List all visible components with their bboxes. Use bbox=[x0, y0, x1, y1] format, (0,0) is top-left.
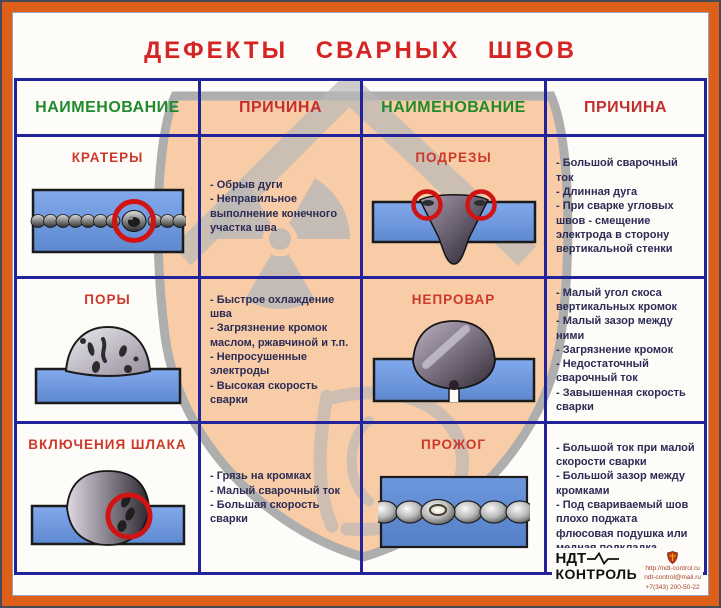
header-name-left: НАИМЕНОВАНИЕ bbox=[17, 81, 201, 137]
defect-name: НЕПРОВАР bbox=[411, 292, 496, 307]
brand-name-top: НДТ bbox=[555, 549, 587, 567]
cause-item: - Малый угол скоса вертикальных кромок bbox=[556, 286, 678, 313]
defect-cell-undercuts: ПОДРЕЗЫ bbox=[363, 137, 547, 279]
cause-cell-craters: - Обрыв дуги - Неправильное выполнение к… bbox=[201, 137, 363, 279]
defect-cell-pores: ПОРЫ bbox=[17, 279, 201, 424]
cause-item: - Длинная дуга bbox=[556, 186, 638, 199]
cause-item: - Загрязнение кромок bbox=[556, 343, 674, 356]
email-text: ndt-control@mail.ru bbox=[644, 574, 701, 582]
cause-item: - Большой сварочный ток bbox=[556, 157, 678, 184]
defect-cell-slag-inclusions: ВКЛЮЧЕНИЯ ШЛАКА bbox=[17, 424, 201, 572]
cause-item: - При сварке угловых швов - смещение эле… bbox=[556, 200, 674, 256]
header-cause-left: ПРИЧИНА bbox=[201, 81, 363, 137]
defect-name: КРАТЕРЫ bbox=[71, 150, 144, 165]
defect-name: ВКЛЮЧЕНИЯ ШЛАКА bbox=[28, 437, 187, 452]
pores-illustration bbox=[34, 325, 181, 405]
cause-item: - Большая скорость сварки bbox=[210, 499, 320, 526]
header-cause-right: ПРИЧИНА bbox=[547, 81, 704, 137]
cause-item: - Обрыв дуги bbox=[210, 178, 283, 191]
cause-item: - Быстрое охлаждение шва bbox=[210, 293, 335, 321]
cause-item: - Непросушенные электроды bbox=[210, 351, 308, 378]
craters-illustration bbox=[30, 188, 186, 253]
cause-item: - Малый зазор между ними bbox=[556, 315, 673, 342]
cause-item: - Большой зазор между кромками bbox=[556, 470, 685, 497]
brand-name-bottom: КОНТРОЛЬ bbox=[555, 565, 638, 582]
radiation-trefoil-icon bbox=[210, 178, 350, 309]
ndt-contact-block: http://ndt-control.ru ndt-control@mail.r… bbox=[644, 550, 701, 592]
weld bbox=[64, 325, 151, 377]
undercuts-illustration bbox=[371, 188, 536, 265]
header-name-right: НАИМЕНОВАНИЕ bbox=[363, 81, 547, 137]
pores bbox=[79, 337, 138, 373]
undercut-notch bbox=[421, 199, 434, 206]
cause-item: - Высокая скорость сварки bbox=[210, 379, 318, 406]
defect-highlight-ring bbox=[111, 198, 156, 243]
defect-highlight-ring bbox=[464, 188, 497, 221]
defect-name: ПОДРЕЗЫ bbox=[415, 150, 492, 165]
cause-item: - Загрязнение кромок маслом, ржавчиной и… bbox=[210, 322, 349, 349]
cause-item: - Недостаточный сварочный ток bbox=[556, 358, 649, 385]
cause-item: - Грязь на кромках bbox=[210, 470, 312, 483]
cause-item: - Неправильное выполнение конечного учас… bbox=[210, 193, 338, 234]
cause-item: - Завышенная скорость сварки bbox=[556, 386, 686, 414]
defect-cell-burn-through: ПРОЖОГ bbox=[363, 424, 547, 572]
weld bbox=[411, 320, 496, 390]
defect-name: ПРОЖОГ bbox=[420, 437, 487, 452]
defect-cell-craters: КРАТЕРЫ bbox=[17, 137, 201, 279]
website-text: http://ndt-control.ru bbox=[645, 564, 700, 572]
burn-through-illustration bbox=[377, 475, 530, 549]
defect-highlight-ring bbox=[410, 188, 443, 221]
cause-cell-lack-of-fusion: - Малый угол скоса вертикальных кромок -… bbox=[547, 279, 704, 424]
defect-name: ПОРЫ bbox=[84, 292, 131, 307]
undercut-notch bbox=[473, 199, 486, 206]
poster-page: ДЕФЕКТЫ СВАРНЫХ ШВОВ НАИМ bbox=[12, 12, 709, 596]
cause-cell-pores: - Быстрое охлаждение шва - Загрязнение к… bbox=[201, 279, 363, 424]
ndt-shield-icon bbox=[667, 550, 678, 564]
defect-cell-lack-of-fusion: НЕПРОВАР bbox=[363, 279, 547, 424]
lack-of-fusion-illustration bbox=[372, 320, 535, 403]
ndt-control-logo: НДТ КОНТРОЛЬ http://ndt-control.ru ndt-c… bbox=[551, 547, 703, 594]
phone-text: +7(343) 200-50-22 bbox=[645, 583, 700, 591]
cause-item: - Большой ток при малой скорости сварки bbox=[556, 441, 695, 469]
cause-cell-slag-inclusions: - Грязь на кромках - Малый сварочный ток… bbox=[201, 424, 363, 572]
ndt-brand: НДТ КОНТРОЛЬ bbox=[556, 551, 638, 582]
slag-inclusions-illustration bbox=[30, 470, 185, 546]
root-gap bbox=[448, 383, 459, 402]
cause-cell-undercuts: - Большой сварочный ток - Длинная дуга -… bbox=[547, 137, 704, 279]
cause-item: - Малый сварочный ток bbox=[210, 484, 341, 497]
defects-table: НАИМЕНОВАНИЕ ПРИЧИНА НАИМЕНОВАНИЕ ПРИЧИН… bbox=[14, 78, 707, 575]
defect-highlight-ring bbox=[105, 492, 152, 540]
pulse-line-icon bbox=[587, 551, 620, 565]
unfused-root bbox=[448, 380, 459, 390]
poster-title: ДЕФЕКТЫ СВАРНЫХ ШВОВ bbox=[144, 37, 577, 64]
cause-item: - Под свариваемый шов плохо поджата флюс… bbox=[556, 499, 689, 554]
